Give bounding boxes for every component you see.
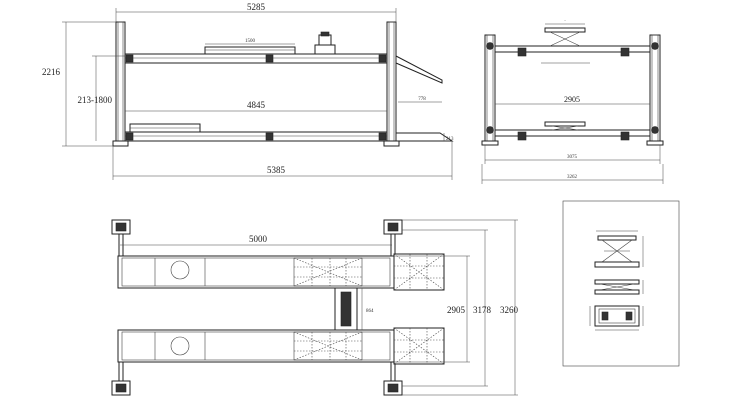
plan-turnplate-top bbox=[170, 260, 190, 280]
upper-runway bbox=[124, 53, 388, 64]
end-dim-outer-width-label: 3075 bbox=[567, 155, 578, 160]
plan-approach-ramp-bottom bbox=[393, 327, 445, 365]
front-elevation-view: 2216 213-1800 5285 1500 4845 778 213 538… bbox=[42, 2, 454, 180]
dim-lift-range-label: 213-1800 bbox=[78, 95, 113, 105]
plan-dim-track-width-label: 3178 bbox=[473, 305, 492, 315]
dim-overall-length-label: 5385 bbox=[267, 165, 286, 175]
power-unit bbox=[318, 34, 332, 46]
dim-ramp-height-label: 778 bbox=[418, 97, 426, 102]
plan-slip-plate-top bbox=[293, 257, 363, 287]
plan-turnplate-bottom bbox=[170, 336, 190, 356]
end-lower-crossbeam bbox=[494, 129, 651, 137]
plan-view: 864 5000 2905 3178 3260 bbox=[111, 219, 519, 396]
plan-dim-runway-length-label: 5000 bbox=[249, 234, 268, 244]
plan-dim-inner-width-label: 2905 bbox=[447, 305, 466, 315]
detail-frame bbox=[562, 200, 680, 367]
end-dim-inner-width-label: 2905 bbox=[564, 95, 580, 104]
plan-post-top-right bbox=[383, 219, 403, 257]
plan-slip-plate-bottom bbox=[293, 331, 363, 361]
right-column bbox=[386, 21, 397, 147]
end-elevation-view: - 2905 3075 3262 bbox=[481, 18, 664, 184]
dim-ramp-drop-label: 213 bbox=[446, 137, 454, 142]
plan-approach-ramp-top bbox=[393, 253, 445, 291]
lower-runway bbox=[124, 131, 388, 142]
lower-approach-ramp bbox=[395, 132, 454, 142]
end-upper-crossbeam bbox=[494, 45, 651, 53]
rolling-jack-upper bbox=[204, 46, 296, 55]
dim-top-width-label: 5285 bbox=[247, 2, 266, 12]
end-lower-scissor-jack bbox=[544, 121, 586, 131]
dim-jack-travel-label: 1500 bbox=[245, 39, 256, 44]
dim-runway-length-label: 4845 bbox=[247, 100, 266, 110]
plan-post-top-left bbox=[111, 219, 131, 257]
end-upper-scissor-jack: - bbox=[541, 18, 590, 64]
jack-detail-box bbox=[562, 200, 680, 367]
plan-post-bottom-left bbox=[111, 359, 131, 396]
upper-approach-ramp bbox=[395, 55, 443, 84]
end-dim-overall-width-label: 3262 bbox=[567, 175, 578, 180]
plan-runway-bottom bbox=[117, 329, 395, 363]
left-column-base bbox=[112, 140, 129, 147]
left-column bbox=[115, 21, 126, 147]
plan-post-bottom-right bbox=[383, 359, 403, 396]
right-column-base bbox=[383, 140, 400, 147]
plan-dim-center-gap-label: 864 bbox=[366, 309, 374, 314]
plan-runway-top bbox=[117, 255, 395, 289]
plan-dim-overall-width-label: 3260 bbox=[500, 305, 519, 315]
dim-height-label: 2216 bbox=[42, 67, 61, 77]
end-upper-jack-note: - bbox=[564, 18, 566, 23]
